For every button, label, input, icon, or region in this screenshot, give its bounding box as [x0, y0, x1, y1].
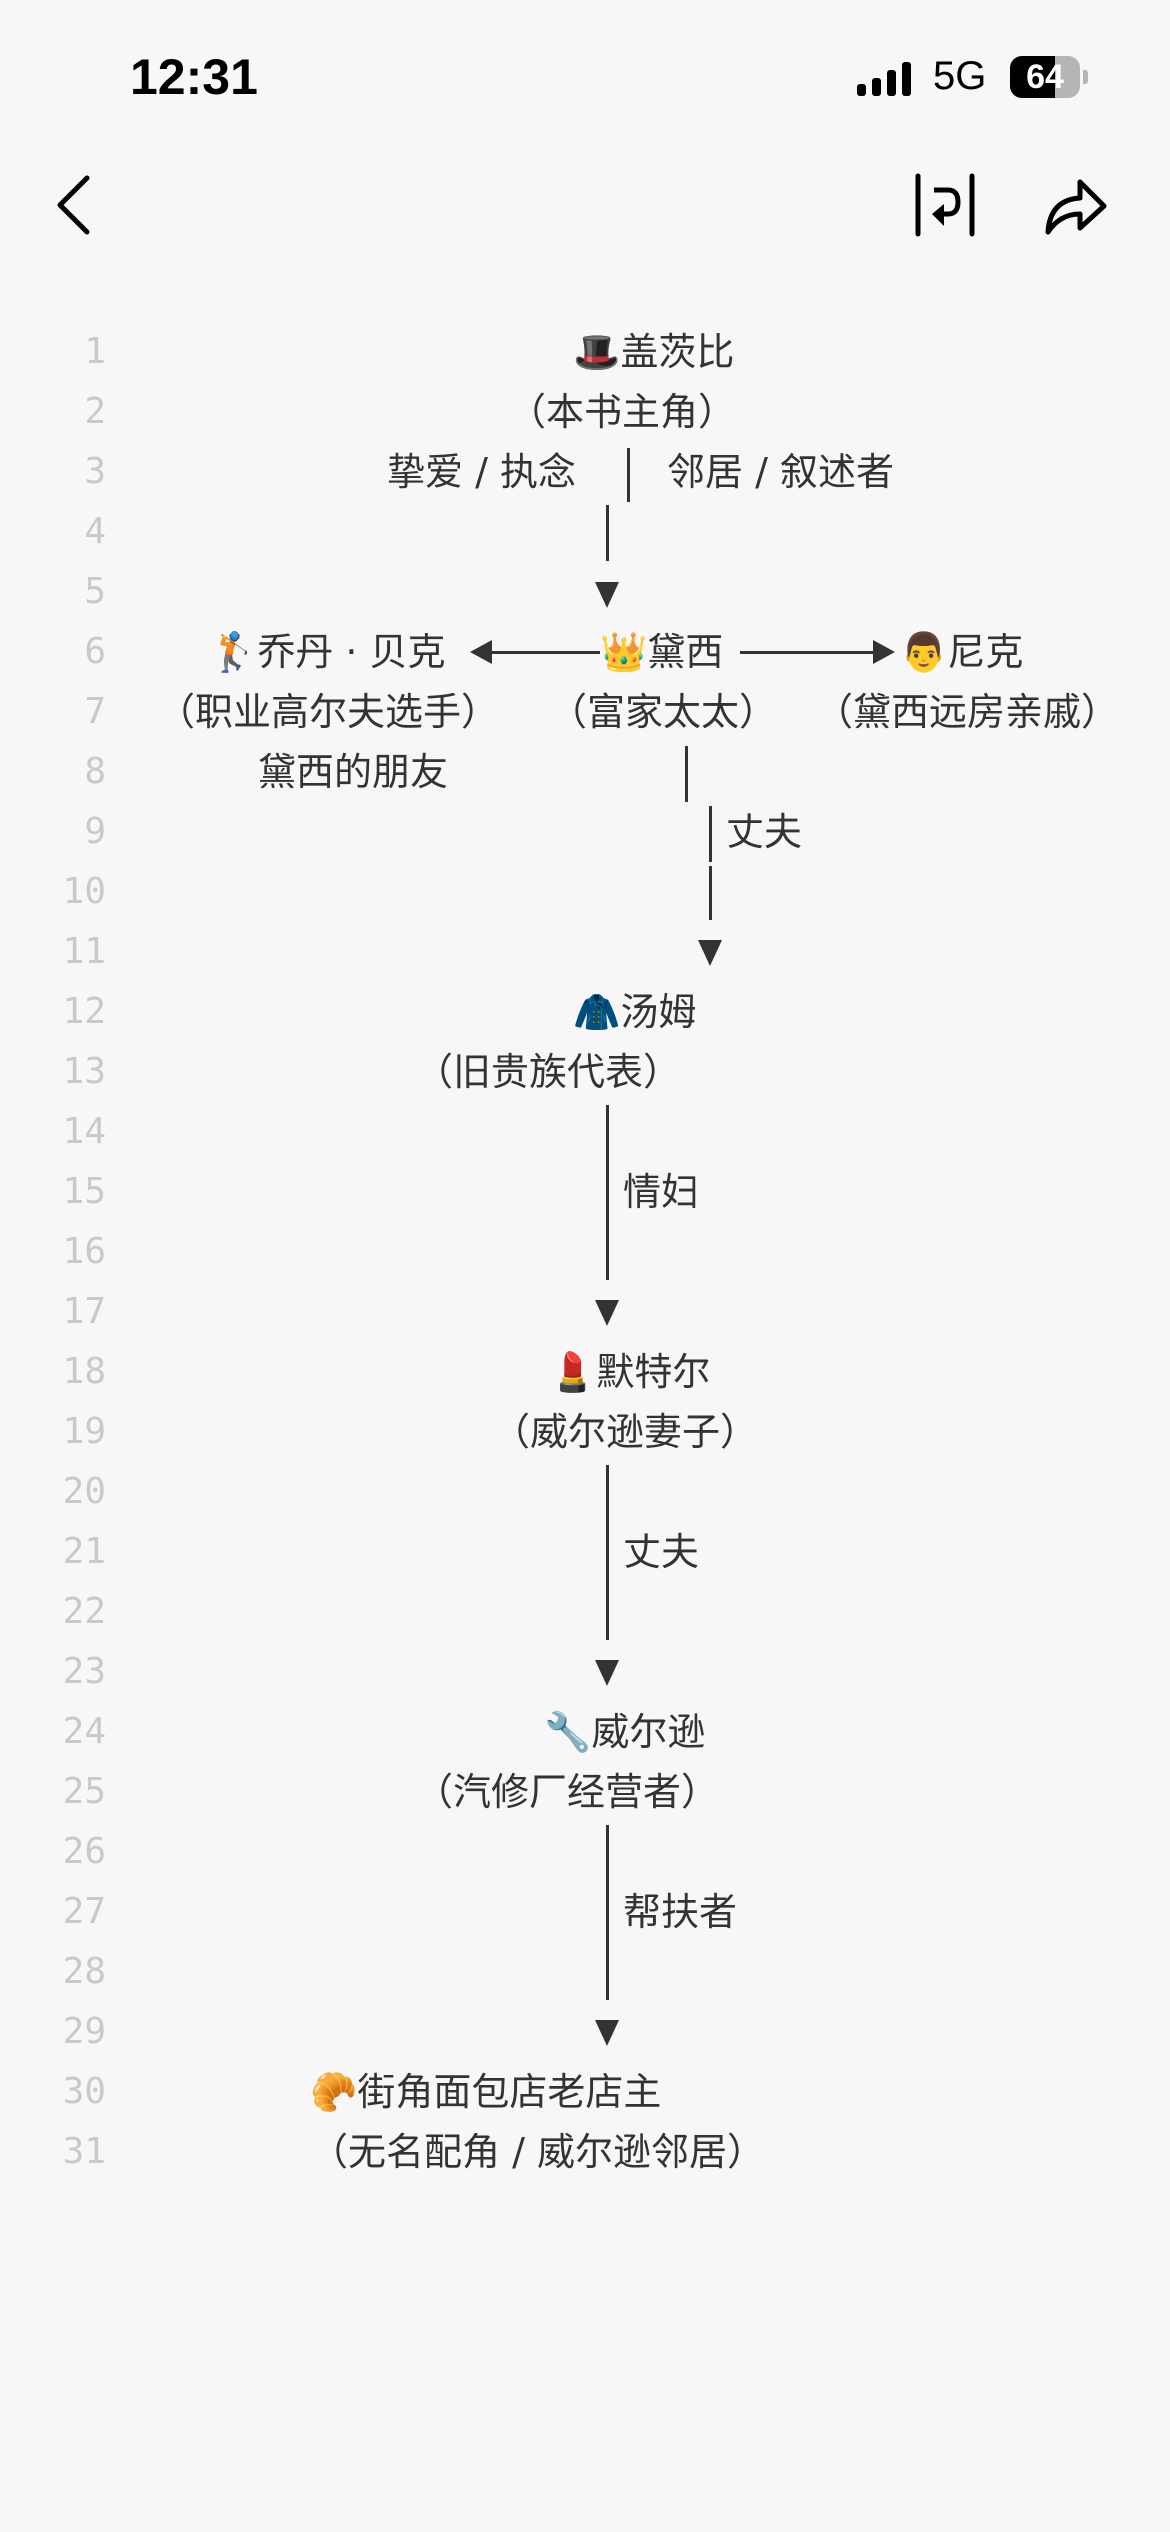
line-number: 7	[84, 691, 106, 732]
node-gatsby-role: （本书主角）	[508, 390, 737, 434]
node-wilson-role: （汽修厂经营者）	[415, 1770, 720, 1814]
chevron-left-icon	[57, 175, 90, 235]
line-number: 9	[84, 811, 106, 852]
line-number: 17	[62, 1291, 106, 1332]
line-number: 25	[62, 1771, 106, 1812]
status-time: 12:31	[130, 49, 258, 105]
line-number: 27	[62, 1891, 106, 1932]
line-number: 3	[84, 451, 106, 492]
line-number: 21	[62, 1531, 106, 1572]
line-number: 18	[62, 1351, 106, 1392]
node-wilson: 🔧威尔逊	[544, 1710, 706, 1754]
line-number: 13	[62, 1051, 106, 1092]
line-number: 20	[62, 1471, 106, 1512]
line-number: 16	[62, 1231, 106, 1272]
arrow-left-icon	[470, 640, 492, 664]
share-arrow-icon	[1045, 179, 1107, 235]
node-nick: 👨尼克	[900, 630, 1024, 674]
line-number: 23	[62, 1651, 106, 1692]
node-myrtle-role: （威尔逊妻子）	[492, 1410, 759, 1454]
relation-label-neighbor: 邻居 / 叙述者	[667, 450, 894, 494]
line-number: 2	[84, 391, 106, 432]
connector-line	[709, 866, 712, 920]
line-number: 22	[62, 1591, 106, 1632]
node-daisy-role: （富家太太）	[549, 690, 778, 734]
relation-label-husband-2: 丈夫	[623, 1530, 700, 1574]
connector-line	[740, 651, 875, 654]
battery-icon: 64	[1010, 56, 1080, 98]
line-number: 26	[62, 1831, 106, 1872]
line-number: 24	[62, 1711, 106, 1752]
line-number: 5	[84, 571, 106, 612]
node-baker: 🥐街角面包店老店主	[310, 2070, 662, 2114]
share-button[interactable]	[1040, 170, 1110, 240]
node-jordan-note: 黛西的朋友	[258, 750, 449, 794]
back-button[interactable]	[45, 170, 115, 240]
node-daisy: 👑黛西	[600, 630, 724, 674]
connector-line	[606, 1825, 609, 2000]
arrow-down-icon	[595, 1660, 619, 1686]
arrow-right-icon	[873, 640, 895, 664]
connector-line	[606, 1465, 609, 1640]
node-jordan: 🏌乔丹 · 贝克	[210, 630, 446, 674]
line-number: 31	[62, 2131, 106, 2172]
node-tom-role: （旧贵族代表）	[415, 1050, 682, 1094]
relation-label-love: 挚爱 / 执念	[387, 450, 576, 494]
arrow-down-icon	[595, 1300, 619, 1326]
battery-cap	[1083, 70, 1088, 84]
connector-line	[685, 746, 688, 802]
node-gatsby: 🎩盖茨比	[573, 330, 735, 374]
signal-icon	[857, 62, 917, 96]
relation-label-husband: 丈夫	[726, 810, 803, 854]
arrow-down-icon	[595, 582, 619, 608]
connector-line	[606, 1105, 609, 1280]
line-number: 1	[84, 331, 106, 372]
line-number: 30	[62, 2071, 106, 2112]
arrow-down-icon	[595, 2020, 619, 2046]
line-number: 19	[62, 1411, 106, 1452]
wrap-lines-icon	[915, 173, 975, 237]
connector-line	[627, 448, 630, 502]
line-number: 29	[62, 2011, 106, 2052]
line-number: 11	[62, 931, 106, 972]
line-number: 14	[62, 1111, 106, 1152]
relation-label-helper: 帮扶者	[623, 1890, 738, 1934]
line-number: 28	[62, 1951, 106, 1992]
line-number: 8	[84, 751, 106, 792]
line-number: 12	[62, 991, 106, 1032]
arrow-down-icon	[698, 940, 722, 966]
line-number: 4	[84, 511, 106, 552]
wrap-lines-button[interactable]	[910, 170, 980, 240]
line-number: 10	[62, 871, 106, 912]
node-myrtle: 💄默特尔	[549, 1350, 711, 1394]
node-tom: 🧥汤姆	[573, 990, 697, 1034]
node-jordan-role: （职业高尔夫选手）	[157, 690, 500, 734]
connector-line	[606, 505, 609, 561]
connector-line	[709, 806, 712, 862]
connector-line	[490, 651, 600, 654]
battery-level: 64	[1026, 58, 1064, 96]
node-baker-role: （无名配角 / 威尔逊邻居）	[310, 2130, 765, 2174]
line-number: 15	[62, 1171, 106, 1212]
network-type: 5G	[933, 54, 987, 98]
node-nick-role: （黛西远房亲戚）	[815, 690, 1120, 734]
line-number: 6	[84, 631, 106, 672]
relation-label-mistress: 情妇	[623, 1170, 700, 1214]
